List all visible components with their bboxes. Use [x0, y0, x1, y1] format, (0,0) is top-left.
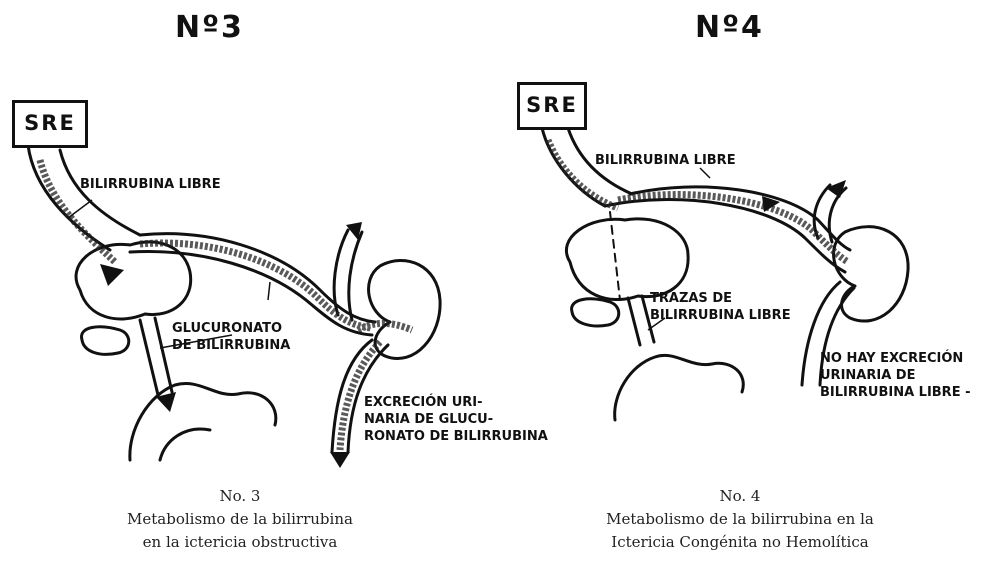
sre-box: SRE: [517, 82, 587, 130]
leader-libre: [700, 168, 710, 178]
sre-box: SRE: [12, 100, 88, 148]
panel-4-caption: No. 4 Metabolismo de la bilirrubina en l…: [560, 485, 920, 554]
arrow-down-urine-icon: [330, 452, 350, 468]
liver-outline: [566, 219, 688, 300]
panel-3-caption: No. 3 Metabolismo de la bilirrubina en l…: [60, 485, 420, 554]
intestine-inner: [160, 429, 210, 460]
gallbladder-outline: [82, 327, 129, 355]
arrow-up-icon: [826, 180, 846, 198]
bile-duct-left: [140, 320, 158, 395]
vessel-up-b: [349, 232, 362, 320]
caption-number: No. 4: [560, 485, 920, 508]
caption-line-2: Ictericia Congénita no Hemolítica: [560, 531, 920, 554]
gallbladder-outline: [572, 299, 619, 326]
caption-line-1: Metabolismo de la bilirrubina: [60, 508, 420, 531]
vessel-up-a: [334, 230, 348, 315]
arrow-into-liver-icon: [100, 264, 124, 286]
label-trazas: TRAZAS DE BILIRRUBINA LIBRE: [650, 290, 791, 324]
panel-4-diagram: [500, 0, 995, 480]
diagram-panel-4: Nº4: [500, 0, 995, 564]
bile-duct-right: [155, 318, 172, 392]
caption-number: No. 3: [60, 485, 420, 508]
bile-duct-left: [628, 298, 640, 345]
intestine-outline: [130, 384, 276, 460]
free-bilirubin-flow: [548, 140, 618, 208]
diagram-panel-3: Nº3: [0, 0, 500, 564]
leader-libre: [68, 200, 92, 218]
vessel-upper-a: [605, 200, 845, 272]
caption-line-1: Metabolismo de la bilirrubina en la: [560, 508, 920, 531]
label-bilirrubina-libre: BILIRRUBINA LIBRE: [595, 152, 736, 169]
label-bilirrubina-libre: BILIRRUBINA LIBRE: [80, 176, 221, 193]
intestine-outline: [615, 355, 744, 420]
label-glucuronato: GLUCURONATO DE BILIRRUBINA: [172, 320, 290, 354]
trace-link: [610, 212, 620, 300]
kidney-outline: [834, 227, 909, 321]
label-no-hay-excrecion: NO HAY EXCRECIÓN URINARIA DE BILIRRUBINA…: [820, 350, 971, 401]
caption-line-2: en la ictericia obstructiva: [60, 531, 420, 554]
leader-gluc-vessel: [268, 282, 270, 300]
